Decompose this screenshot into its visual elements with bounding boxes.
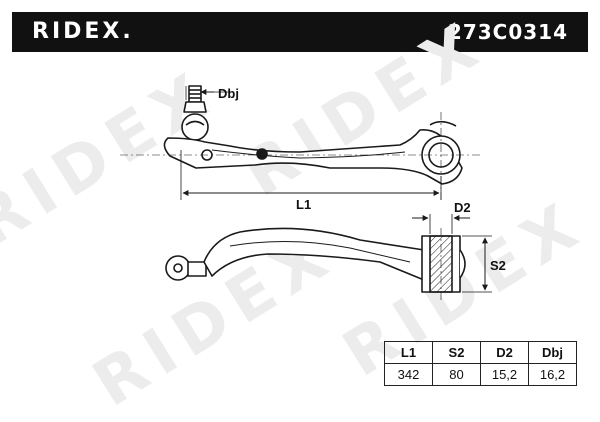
spec-value-dbj: 16,2	[528, 363, 577, 386]
control-arm-drawing	[120, 85, 492, 300]
d2-dimension-label: D2	[454, 200, 471, 215]
spec-header-l1: L1	[384, 341, 433, 364]
header-bar: RIDEX. 273C0314	[12, 12, 588, 52]
dbj-dimension-label: Dbj	[218, 86, 239, 101]
arm-body-top	[163, 129, 463, 185]
spec-value-d2: 15,2	[480, 363, 529, 386]
spec-value-l1: 342	[384, 363, 433, 386]
l1-dimension-label: L1	[296, 197, 312, 212]
part-number: 273C0314	[447, 20, 568, 44]
side-view	[165, 214, 492, 300]
spec-value-s2: 80	[432, 363, 481, 386]
spec-header-s2: S2	[432, 341, 481, 364]
top-view	[120, 85, 480, 200]
brand-logo: RIDEX.	[32, 19, 134, 44]
spec-table-header-row: L1 S2 D2 Dbj	[384, 341, 577, 364]
spec-table-value-row: 342 80 15,2 16,2	[384, 363, 577, 386]
spec-header-dbj: Dbj	[528, 341, 577, 364]
arm-body-side	[203, 227, 425, 281]
spec-table: L1 S2 D2 Dbj 342 80 15,2 16,2	[384, 341, 577, 386]
s2-dimension-label: S2	[490, 258, 506, 273]
spec-header-d2: D2	[480, 341, 529, 364]
